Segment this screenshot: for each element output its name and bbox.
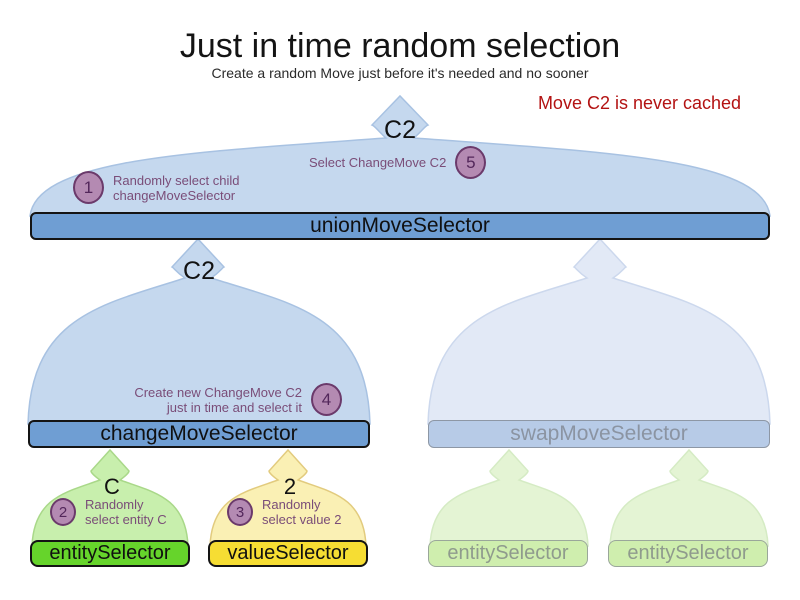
swap-move-selector-bar: swapMoveSelector [428,420,770,448]
change-dome-arrow [27,237,371,425]
step-3-line2: select value 2 [262,512,342,527]
flow-label-value-output: 2 [283,474,297,499]
entity-selector-bar: entitySelector [30,540,190,567]
step-5-number-badge: 5 [455,146,487,179]
step-4-line2: just in time and select it [166,399,302,415]
step-3-line1: Randomly [262,497,321,512]
step-5-annotation: Select ChangeMove C2 5 [309,146,487,179]
step-4-line1: Create new ChangeMove C2 [134,384,302,400]
step-2-annotation: 2 Randomly select entity C [50,497,167,527]
cache-note: Move C2 is never cached [537,93,742,113]
union-move-selector-bar: unionMoveSelector [30,212,770,240]
step-4-text: Create new ChangeMove C2 just in time an… [118,385,302,415]
step-4-annotation: Create new ChangeMove C2 just in time an… [118,383,342,416]
step-3-text: Randomly select value 2 [262,497,342,527]
step-1-annotation: 1 Randomly select child changeMoveSelect… [73,171,239,204]
step-2-number-badge: 2 [50,498,76,526]
swap-dome-arrow [427,237,771,425]
faded-entity-selector-bar-left: entitySelector [428,540,588,567]
step-1-line2: changeMoveSelector [113,187,236,203]
step-2-text: Randomly select entity C [85,497,167,527]
faded-entity-dome-left-arrow [429,448,589,547]
flow-label-entity-output: C [104,474,120,499]
union-dome-arrow [29,94,771,217]
page-title: Just in time random selection [179,27,621,65]
step-2-line1: Randomly [85,497,144,512]
step-1-line1: Randomly select child [113,172,240,188]
step-4-number-badge: 4 [311,383,342,416]
step-3-number-badge: 3 [227,498,253,526]
change-move-selector-bar: changeMoveSelector [28,420,370,448]
step-5-text: Select ChangeMove C2 [309,155,447,170]
step-3-annotation: 3 Randomly select value 2 [227,497,342,527]
step-1-text: Randomly select child changeMoveSelector [113,173,239,203]
value-selector-bar: valueSelector [208,540,368,567]
faded-entity-dome-right-arrow [609,448,769,547]
flow-label-change-output: C2 [183,257,215,285]
page-subtitle: Create a random Move just before it's ne… [211,65,589,81]
step-1-number-badge: 1 [73,171,104,204]
flow-label-union-output: C2 [384,116,416,144]
step-2-line2: select entity C [85,512,167,527]
faded-entity-selector-bar-right: entitySelector [608,540,768,567]
